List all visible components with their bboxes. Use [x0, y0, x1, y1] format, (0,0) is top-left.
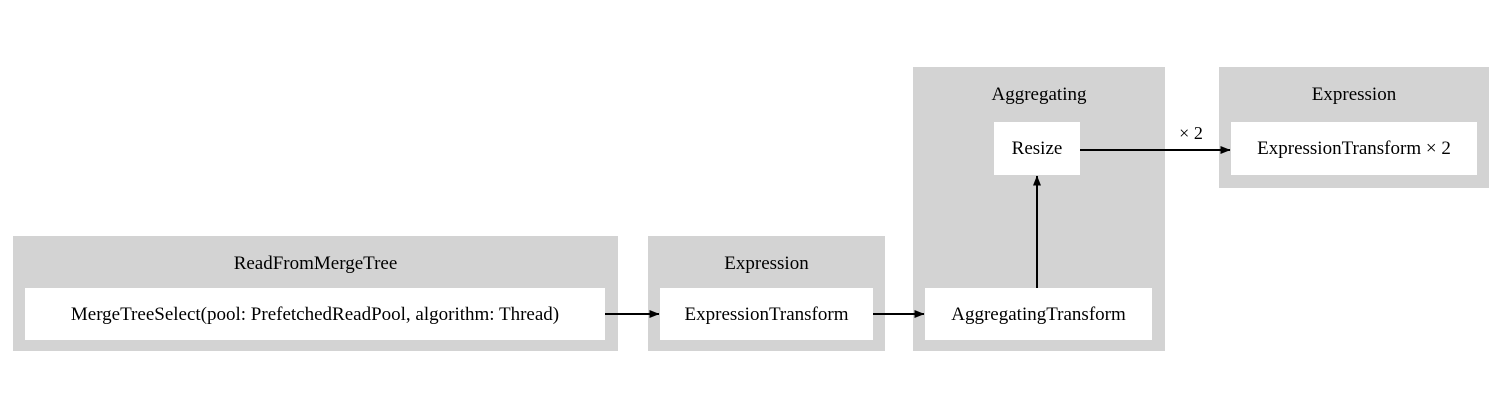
- node-label-expression-transform-x2: ExpressionTransform × 2: [1257, 138, 1451, 159]
- node-merge-tree-select[interactable]: MergeTreeSelect(pool: PrefetchedReadPool…: [25, 288, 605, 340]
- cluster-title-read-from-merge-tree: ReadFromMergeTree: [233, 253, 398, 274]
- node-aggregating-transform[interactable]: AggregatingTransform: [925, 288, 1152, 340]
- node-label-resize: Resize: [1011, 138, 1063, 159]
- node-resize[interactable]: Resize: [994, 122, 1080, 175]
- cluster-title-expression-right: Expression: [1311, 84, 1397, 105]
- node-label-expression-transform: ExpressionTransform: [684, 303, 849, 325]
- node-label-aggregating-transform: AggregatingTransform: [951, 303, 1126, 325]
- node-label-merge-tree-select: MergeTreeSelect(pool: PrefetchedReadPool…: [70, 303, 560, 325]
- node-expression-transform[interactable]: ExpressionTransform: [660, 288, 873, 340]
- edge-label-resize-to-expression2: × 2: [1179, 123, 1203, 143]
- cluster-title-expression-left: Expression: [724, 253, 809, 274]
- cluster-title-aggregating: Aggregating: [991, 84, 1087, 105]
- node-expression-transform-x2[interactable]: ExpressionTransform × 2: [1231, 122, 1477, 175]
